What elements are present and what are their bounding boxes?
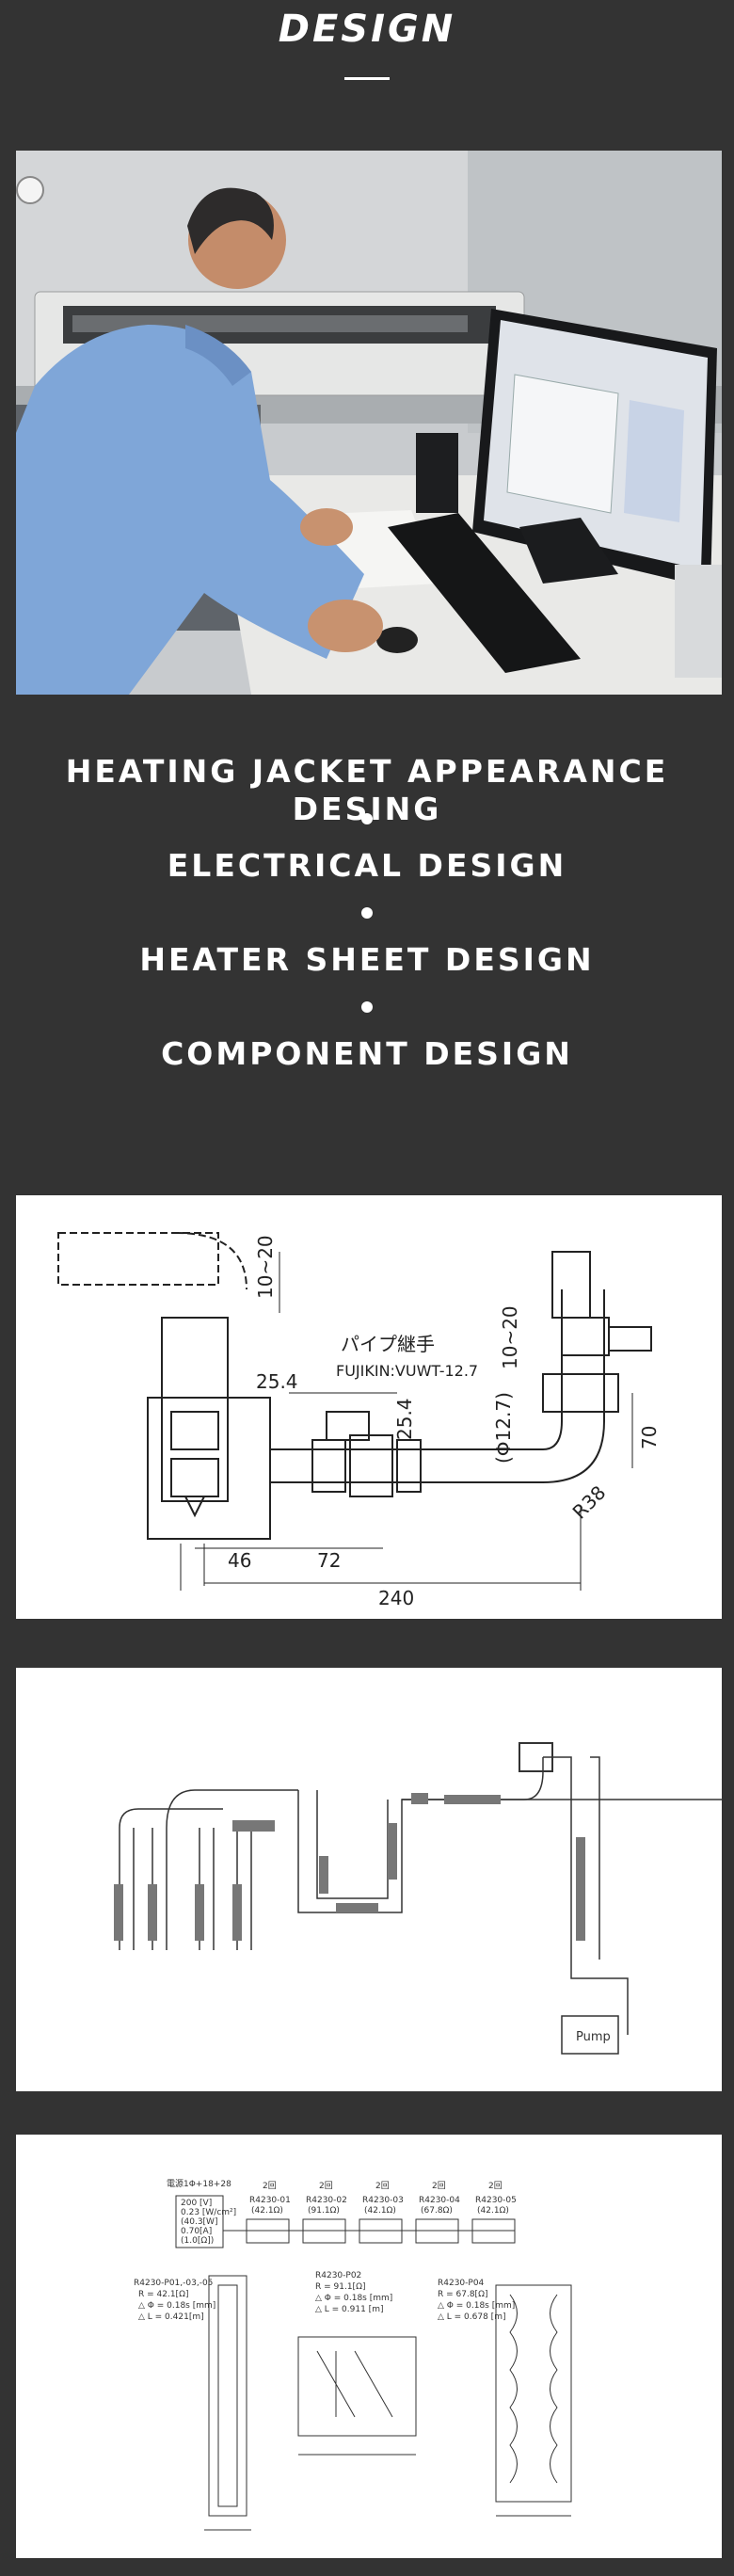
title-underline — [344, 77, 390, 80]
dim-label: 25.4 — [393, 1398, 416, 1440]
sub-c-line: R4230-P04 — [438, 2279, 485, 2288]
sub-a-line: △ L = 0.421[m] — [138, 2312, 204, 2322]
service-heater-sheet: HEATER SHEET DESIGN — [139, 941, 595, 978]
spec-line: (40.3[W] — [181, 2217, 217, 2227]
part-label: R4230-03 — [362, 2196, 404, 2205]
bullet-dot — [361, 907, 373, 919]
dim-label: 25.4 — [256, 1370, 298, 1393]
dim-label: (Φ12.7) — [492, 1392, 515, 1464]
dim-label: 10~20 — [499, 1305, 521, 1369]
hand — [308, 600, 383, 652]
sub-b-line: R = 91.1[Ω] — [315, 2282, 365, 2292]
wall-clock-icon — [16, 176, 44, 204]
spec-line: 200 [V] — [181, 2199, 212, 2208]
electrical-layout-drawing: Pump — [16, 1668, 722, 2091]
header-text: 電源1Φ+18+28 — [167, 2179, 231, 2189]
fitting-label: パイプ継手 — [341, 1333, 435, 1355]
ohm-label: (42.1Ω) — [477, 2206, 509, 2216]
spec-line: 0.70[A] — [181, 2227, 212, 2236]
spec-line: (1.0[Ω]) — [181, 2236, 214, 2246]
speaker — [416, 433, 458, 513]
sub-c-line: △ Φ = 0.18s [mm] — [438, 2301, 515, 2311]
bullet-dot — [361, 813, 373, 824]
keyboard — [388, 513, 581, 673]
sub-b-line: R4230-P02 — [315, 2271, 361, 2280]
service-electrical: ELECTRICAL DESIGN — [167, 847, 567, 884]
part-label: R4230-01 — [249, 2196, 291, 2205]
heater-sheet-drawing: 電源1Φ+18+28 200 [V] 0.23 [W/cm²] (40.3[W]… — [16, 2135, 722, 2558]
service-component: COMPONENT DESIGN — [161, 1035, 573, 1072]
group-label: 2回 — [432, 2181, 446, 2191]
sub-a-line: △ Φ = 0.18s [mm] — [138, 2301, 215, 2311]
service-heating-jacket: HEATING JACKET APPEARANCE DESING — [65, 753, 669, 827]
group-label: 2回 — [319, 2181, 333, 2191]
sub-c-line: R = 67.8[Ω] — [438, 2290, 487, 2299]
pump-label: Pump — [576, 2030, 611, 2044]
person-shirt — [16, 325, 364, 695]
ohm-label: (91.1Ω) — [308, 2206, 340, 2216]
sub-b-line: △ L = 0.911 [m] — [315, 2305, 383, 2314]
part-label: R4230-05 — [475, 2196, 517, 2205]
dim-label: 240 — [378, 1587, 414, 1609]
ohm-label: (67.8Ω) — [421, 2206, 453, 2216]
sub-a-line: R = 42.1[Ω] — [138, 2290, 188, 2299]
pipe-drawing: 10~20 25.4 25.4 (Φ12.7) 10~20 70 46 72 2… — [16, 1195, 722, 1619]
sub-b-line: △ Φ = 0.18s [mm] — [315, 2294, 392, 2303]
dim-label: 72 — [317, 1549, 341, 1572]
ohm-label: (42.1Ω) — [364, 2206, 396, 2216]
services-list: HEATING JACKET APPEARANCE DESING ELECTRI… — [0, 753, 734, 1073]
dim-label: R38 — [568, 1481, 611, 1524]
dim-label: 46 — [228, 1549, 251, 1572]
part-label: R4230-04 — [419, 2196, 460, 2205]
spec-line: 0.23 [W/cm²] — [181, 2208, 236, 2217]
dim-label: 70 — [638, 1426, 661, 1449]
engineer-photo — [16, 151, 722, 695]
bullet-dot — [361, 1001, 373, 1013]
sub-c-line: △ L = 0.678 [m] — [438, 2312, 505, 2322]
group-label: 2回 — [263, 2181, 277, 2191]
dim-label: 10~20 — [254, 1235, 277, 1299]
part-label: R4230-02 — [306, 2196, 347, 2205]
group-label: 2回 — [488, 2181, 503, 2191]
page-title: DESIGN — [278, 8, 456, 51]
ohm-label: (42.1Ω) — [251, 2206, 283, 2216]
sub-a-line: R4230-P01,-03,-05 — [134, 2279, 213, 2288]
fitting-part-label: FUJIKIN:VUWT-12.7 — [336, 1362, 478, 1380]
group-label: 2回 — [375, 2181, 390, 2191]
